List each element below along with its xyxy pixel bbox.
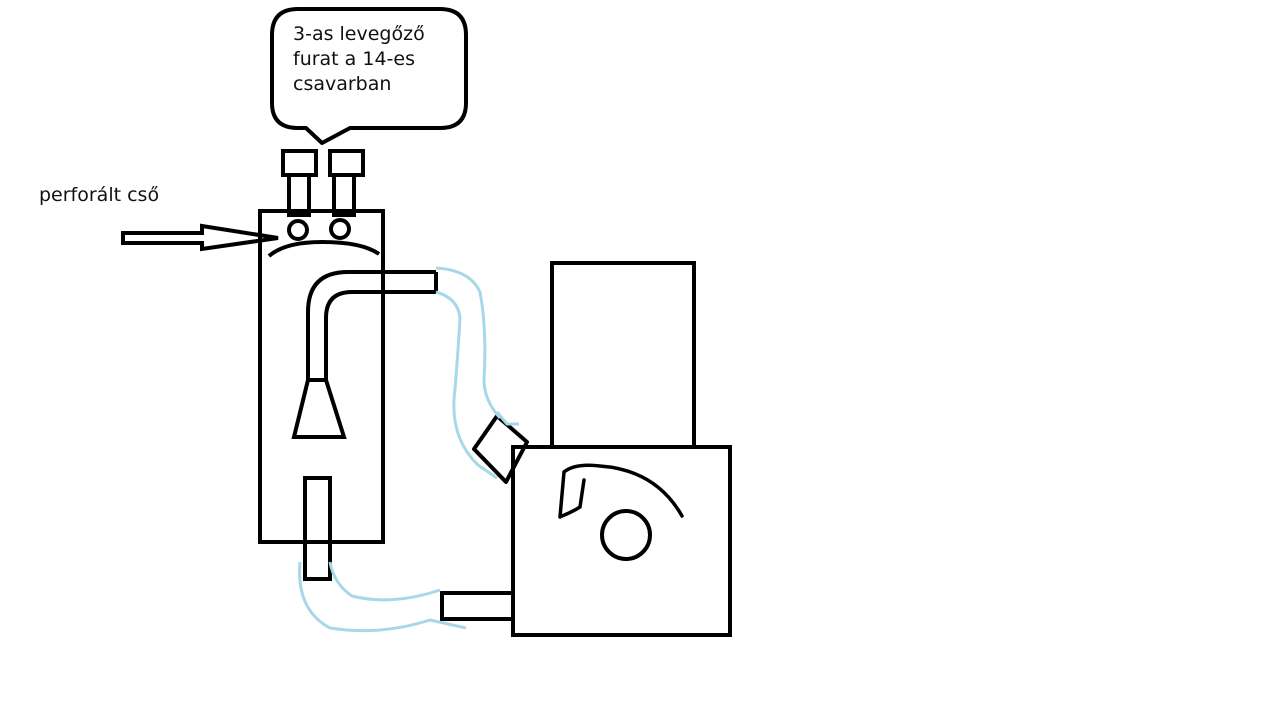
pump-port <box>600 509 652 561</box>
callout-text: 3-as levegőző furat a 14-es csavarban <box>293 22 425 97</box>
bolt-shank-left <box>287 173 311 217</box>
vent-hole-left <box>287 219 309 241</box>
funnel <box>291 378 347 439</box>
tank-body <box>258 209 385 544</box>
upper-box <box>550 261 696 449</box>
perforated-pipe-label: perforált cső <box>39 184 160 206</box>
impeller-inner-curve <box>560 478 586 518</box>
impeller-curve <box>558 463 684 519</box>
angled-inlet <box>472 414 529 484</box>
bolt-head-right <box>328 149 365 177</box>
bolt-shank-right <box>332 173 356 217</box>
vent-hole-right <box>329 218 351 240</box>
upper-hose-top <box>435 266 502 419</box>
bolt-head-left <box>281 149 318 177</box>
upper-hose-tip <box>495 411 519 426</box>
lower-hose-outer <box>298 561 467 633</box>
bent-pipe-outer <box>306 270 436 380</box>
upper-hose-bottom <box>435 290 498 480</box>
lower-box <box>511 445 732 637</box>
perforated-pipe-arrow <box>121 223 279 252</box>
bottom-inlet <box>440 591 515 621</box>
bottom-outlet-pipe <box>303 476 332 581</box>
callout-line-2: furat a 14-es <box>293 48 415 70</box>
callout-bubble <box>270 7 468 145</box>
bent-pipe-inner <box>324 290 436 380</box>
callout-line-3: csavarban <box>293 73 392 95</box>
lower-hose-inner <box>328 561 441 602</box>
inner-curve <box>267 239 381 258</box>
callout-line-1: 3-as levegőző <box>293 23 425 45</box>
